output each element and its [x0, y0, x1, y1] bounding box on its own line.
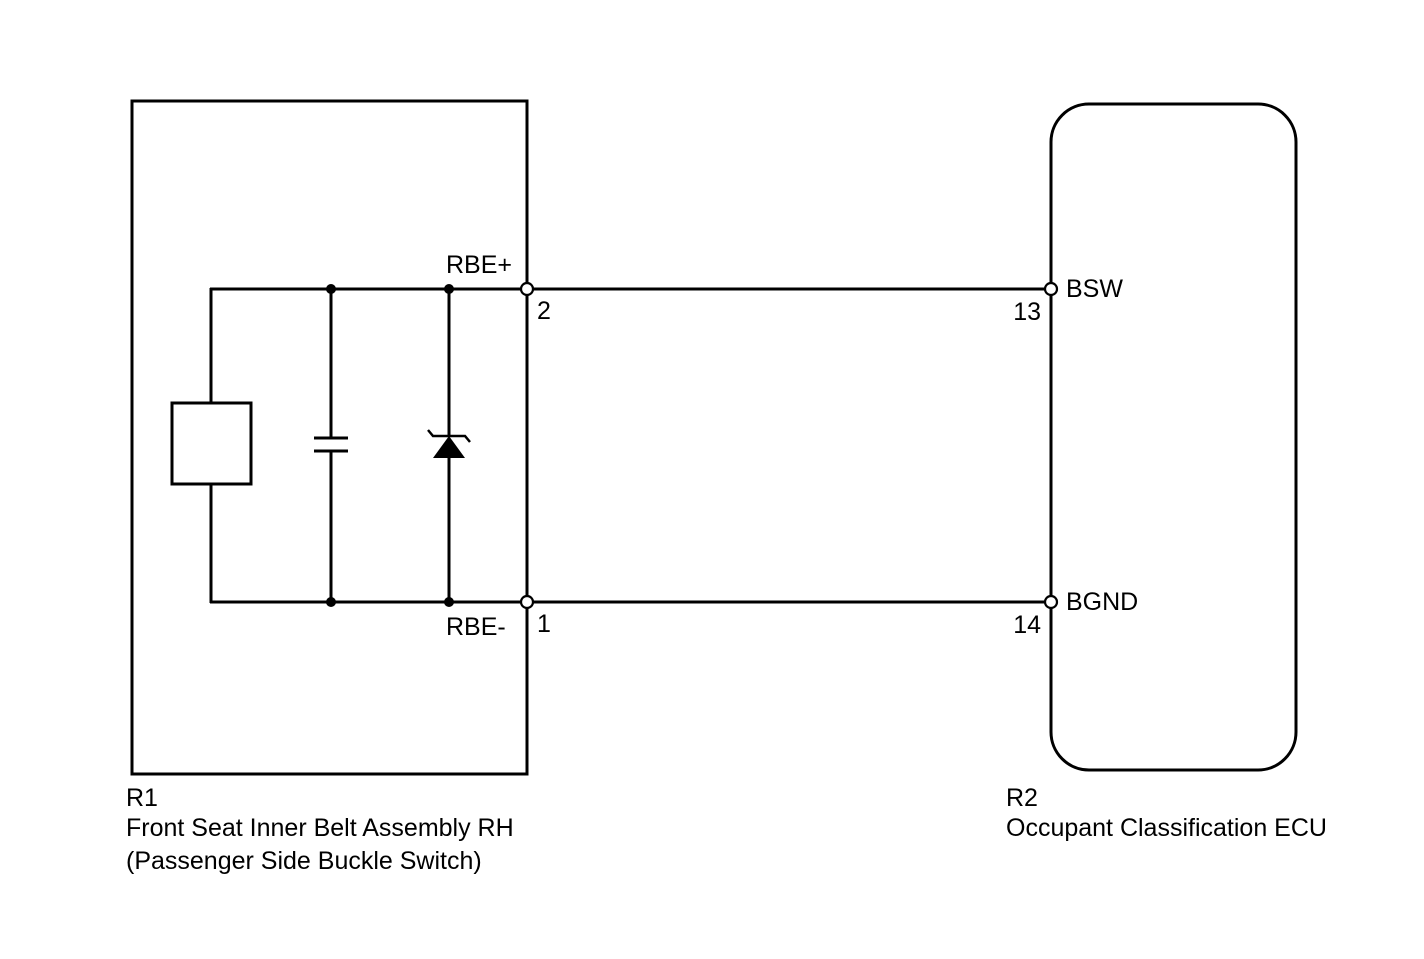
junction-dot: [444, 284, 454, 294]
r2-terminal-bgnd-name: BGND: [1066, 588, 1138, 616]
junction-dot: [326, 284, 336, 294]
r1-component-box: [130, 99, 529, 776]
r2-code: R2: [1006, 784, 1038, 812]
terminal-r1-1: [519, 594, 535, 610]
r2-component-box: [1049, 102, 1298, 772]
capacitor-symbol: [314, 289, 348, 602]
junction-dot: [326, 597, 336, 607]
r1-name: Front Seat Inner Belt Assembly RH: [126, 814, 514, 842]
r1-terminal-negative-name: RBE-: [446, 613, 506, 641]
r1-code: R1: [126, 784, 158, 812]
terminal-r1-2: [519, 281, 535, 297]
terminal-r2-13: [1043, 281, 1059, 297]
r1-terminal-negative-pin: 1: [537, 610, 551, 638]
r1-subname: (Passenger Side Buckle Switch): [126, 847, 482, 875]
terminal-r2-14: [1043, 594, 1059, 610]
r2-terminal-bgnd-pin: 14: [1013, 611, 1041, 639]
r2-terminal-bsw-pin: 13: [1013, 298, 1041, 326]
r2-terminal-bsw-name: BSW: [1066, 275, 1123, 303]
junction-dot: [444, 597, 454, 607]
r2-name: Occupant Classification ECU: [1006, 814, 1327, 842]
r1-internal-circuit: [170, 284, 527, 607]
resistor-symbol: [170, 288, 253, 603]
r1-terminal-positive-name: RBE+: [446, 251, 512, 279]
zener-diode-symbol: [427, 289, 471, 602]
r1-terminal-positive-pin: 2: [537, 297, 551, 325]
